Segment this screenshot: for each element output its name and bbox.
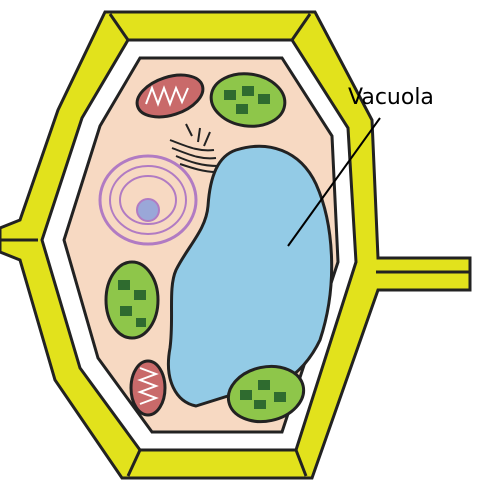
nucleus bbox=[100, 156, 196, 244]
chloroplast-left bbox=[106, 262, 158, 338]
vacuole-label: Vacuola bbox=[348, 85, 434, 110]
mitochondrion-bottom bbox=[131, 361, 165, 415]
nucleolus bbox=[137, 199, 159, 221]
